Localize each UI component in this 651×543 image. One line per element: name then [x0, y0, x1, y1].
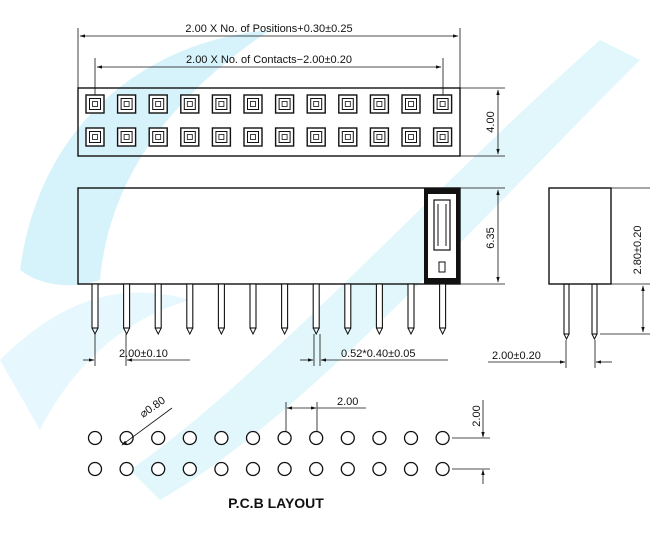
- pin: [281, 283, 289, 336]
- hole-diameter-dim: ⌀0.80: [138, 395, 168, 421]
- pcb-hole: [372, 461, 387, 477]
- contact-cell: [180, 127, 200, 147]
- pcb-hole: [182, 430, 197, 446]
- contact-cell: [432, 94, 453, 114]
- pcb-hole-grid: [87, 430, 450, 477]
- contact-cell: [401, 94, 421, 114]
- contact-cell: [243, 127, 263, 147]
- pcb-hole: [309, 461, 324, 477]
- pin-pitch-dim: 2.00±0.10: [119, 348, 168, 360]
- contact-cell: [306, 127, 326, 147]
- contact-cell: [85, 127, 105, 147]
- pcb-hole: [435, 461, 450, 477]
- contact-cell: [274, 94, 295, 114]
- side-pitch-dim: 2.00±0.20: [492, 350, 541, 362]
- pcb-hole: [214, 461, 229, 477]
- body-width-dim: 4.00: [485, 111, 497, 132]
- contact-cell: [211, 127, 232, 147]
- body-height-dim: 6.35: [485, 227, 497, 248]
- pcb-hole: [119, 461, 134, 477]
- contact-cell: [148, 94, 168, 114]
- pcb-hole: [245, 461, 261, 477]
- pcb-hole: [87, 430, 103, 446]
- pin: [439, 283, 447, 336]
- pcb-hole: [340, 461, 355, 477]
- pin: [344, 283, 352, 336]
- top-contact-grid: [85, 94, 453, 147]
- pin-section-dim: 0.52*0.40±0.05: [341, 348, 416, 360]
- front-pin-row: [91, 283, 447, 336]
- contact-cell: [274, 127, 295, 147]
- pcb-hole: [403, 461, 419, 477]
- pcb-hole: [245, 430, 261, 446]
- pcb-hole: [182, 461, 197, 477]
- pcb-hole: [151, 430, 166, 446]
- contact-cell: [116, 94, 137, 114]
- pin: [249, 283, 257, 336]
- pcb-hole: [277, 461, 292, 477]
- top-view: 2.00 X No. of Positions+0.30±0.25 2.00 X…: [77, 23, 505, 157]
- contact-cell: [401, 127, 421, 147]
- pcb-hole: [403, 430, 419, 446]
- pin: [154, 283, 162, 336]
- contact-span-dim: 2.00 X No. of Contacts−2.00±0.20: [186, 54, 352, 66]
- pcb-layout-title: P.C.B LAYOUT: [228, 495, 324, 511]
- pcb-pitch-y-dim: 2.00: [471, 405, 483, 426]
- contact-cell: [306, 94, 326, 114]
- pin: [186, 283, 194, 336]
- pcb-pitch-x-dim: 2.00: [337, 396, 358, 408]
- pcb-hole: [151, 461, 166, 477]
- pcb-hole: [87, 461, 103, 477]
- pcb-hole: [309, 430, 324, 446]
- contact-cell: [338, 94, 358, 114]
- contact-cell: [369, 94, 390, 114]
- contact-cell: [211, 94, 232, 114]
- pin: [312, 283, 320, 336]
- pcb-layout: ⌀0.80 2.00 2.00 P.C.B LAYOUT: [87, 395, 490, 511]
- contact-cell: [369, 127, 390, 147]
- pin: [217, 283, 225, 336]
- pin: [123, 283, 131, 336]
- overall-length-dim: 2.00 X No. of Positions+0.30±0.25: [185, 23, 352, 35]
- pcb-hole: [277, 430, 292, 446]
- contact-cell: [180, 94, 200, 114]
- contact-cell: [338, 127, 358, 147]
- pcb-hole: [340, 430, 355, 446]
- pcb-hole: [214, 430, 229, 446]
- side-tail-dim: 2.80±0.20: [632, 226, 644, 275]
- pcb-hole: [372, 430, 387, 446]
- front-view: 6.35 2.00±0.10 0.52*0.40±0.05: [77, 187, 505, 366]
- watermark: [0, 30, 640, 500]
- contact-cell: [116, 127, 137, 147]
- pcb-hole: [435, 430, 450, 446]
- pin: [375, 283, 383, 336]
- contact-cell: [243, 94, 263, 114]
- contact-cell: [432, 127, 453, 147]
- contact-cell: [148, 127, 168, 147]
- pin: [407, 283, 415, 336]
- side-view: 2.80±0.20 2.00±0.20: [488, 187, 650, 368]
- pin: [91, 283, 99, 336]
- contact-cell: [85, 94, 105, 114]
